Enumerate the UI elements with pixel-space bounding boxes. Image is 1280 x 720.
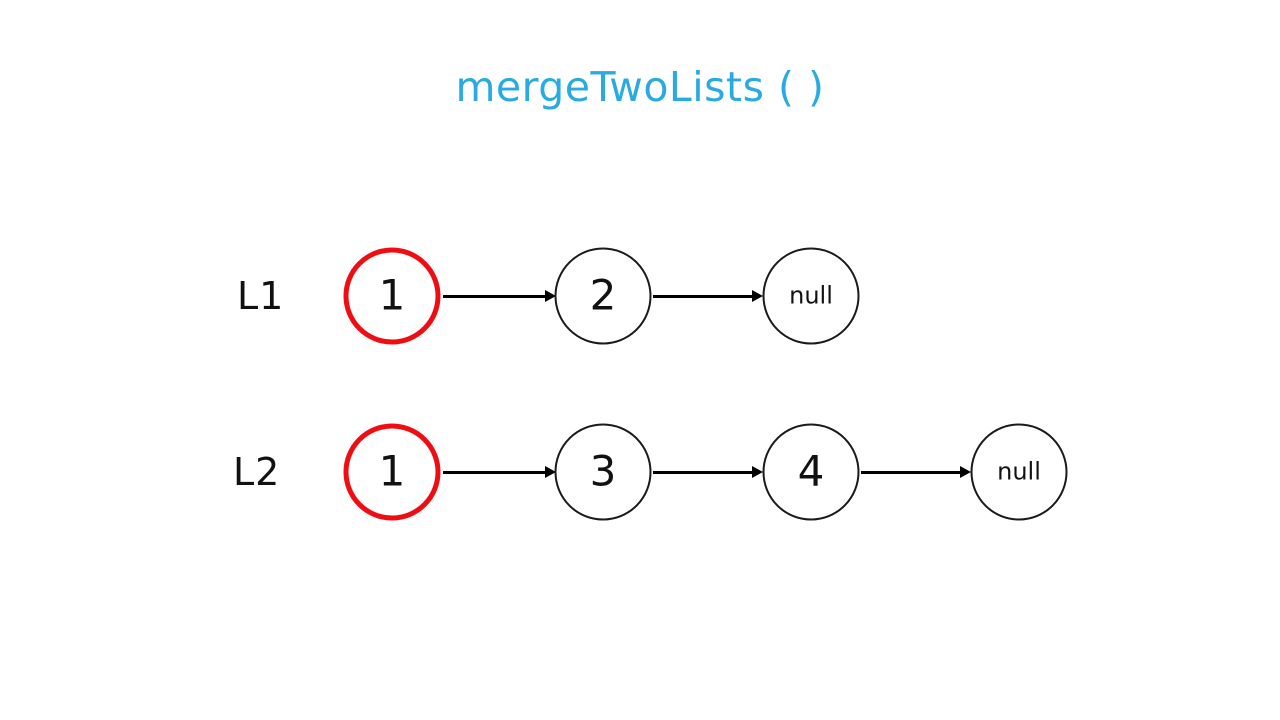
arrow-head-icon [545, 466, 556, 478]
node-value: 3 [589, 446, 617, 495]
node-value: 4 [797, 446, 825, 495]
list-node[interactable]: 1 [343, 247, 441, 345]
arrow-shaft [443, 470, 547, 474]
list-node[interactable]: 1 [343, 423, 441, 521]
page-title: mergeTwoLists ( ) [455, 63, 825, 111]
arrow-head-icon [545, 290, 556, 302]
null-node[interactable]: null [970, 423, 1068, 521]
arrow-head-icon [752, 466, 763, 478]
node-value: null [789, 281, 833, 310]
list-label: L1 [237, 274, 285, 318]
list-node[interactable]: 2 [554, 247, 652, 345]
list-node[interactable]: 4 [762, 423, 860, 521]
list-label: L2 [233, 450, 281, 494]
arrow-shaft [653, 294, 754, 298]
node-value: 1 [378, 270, 406, 319]
arrow-head-icon [752, 290, 763, 302]
node-value: 2 [589, 270, 617, 319]
node-value: null [997, 457, 1041, 486]
arrow-shaft [653, 470, 754, 474]
arrow-head-icon [960, 466, 971, 478]
list-node[interactable]: 3 [554, 423, 652, 521]
null-node[interactable]: null [762, 247, 860, 345]
arrow-shaft [861, 470, 962, 474]
node-value: 1 [378, 446, 406, 495]
arrow-shaft [443, 294, 547, 298]
